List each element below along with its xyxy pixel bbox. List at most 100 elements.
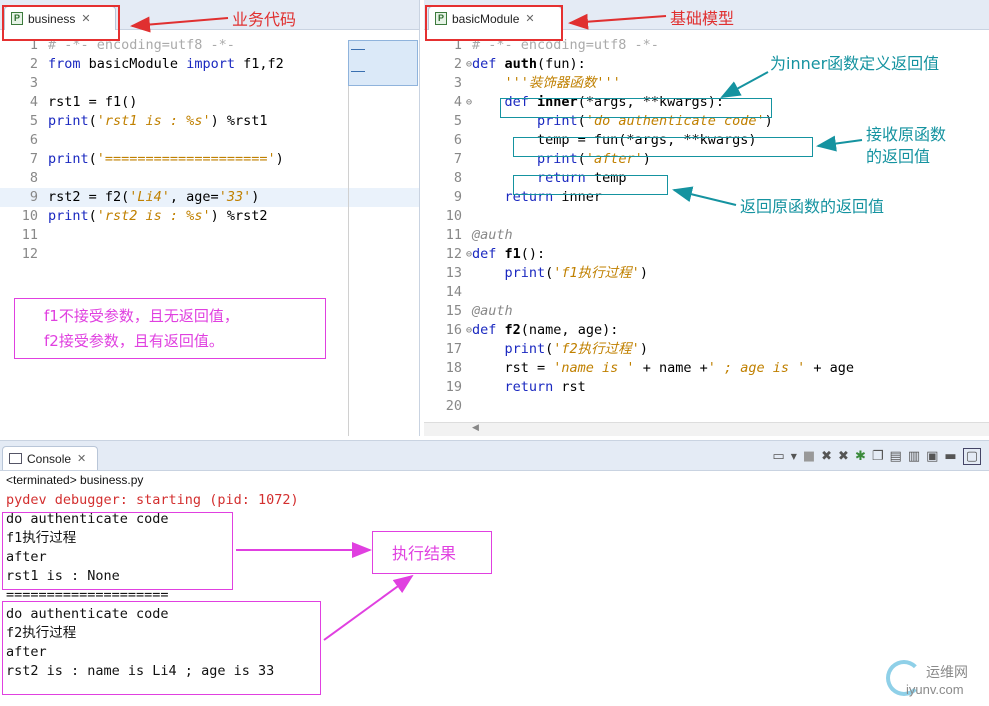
code-line[interactable]: 11 (0, 226, 419, 245)
code-line[interactable]: 2⊖def auth(fun): (424, 55, 989, 74)
code-token: basicModule (80, 56, 187, 72)
code-line[interactable]: 8 return temp (424, 169, 989, 188)
debug-icon[interactable]: ✱ (854, 448, 866, 464)
code-text: from basicModule import f1,f2 (48, 55, 284, 74)
open-console-icon[interactable]: ▭ (772, 448, 785, 464)
code-token: print (48, 208, 89, 224)
code-line[interactable]: 20 (424, 397, 989, 416)
code-token: print (537, 151, 578, 167)
code-line[interactable]: 1# -*- encoding=utf8 -*- (424, 36, 989, 55)
pin-console-icon[interactable]: ▣ (926, 448, 939, 464)
code-line[interactable]: 12⊖def f1(): (424, 245, 989, 264)
line-number: 1 (453, 37, 462, 53)
code-line[interactable]: 1# -*- encoding=utf8 -*- (0, 36, 419, 55)
return-temp-highlight (513, 175, 668, 195)
code-text: print('f1执行过程') (472, 264, 648, 283)
code-token: def (472, 322, 497, 338)
fold-icon[interactable]: ⊖ (466, 97, 473, 108)
code-line[interactable]: 14 (424, 283, 989, 302)
maximize-icon[interactable]: ▢ (962, 447, 981, 465)
code-line[interactable]: 6 temp = fun(*args, **kwargs) (424, 131, 989, 150)
annotation-result: 执行结果 (392, 544, 457, 563)
tab-console[interactable]: Console ✕ (2, 446, 98, 470)
code-token: ) (642, 151, 651, 167)
scroll-lock-icon[interactable]: ▥ (907, 448, 921, 464)
annotation-note: f1不接受参数，且无返回值， f2接受参数，且有返回值。 (44, 304, 239, 354)
code-line[interactable]: 17 print('f2执行过程') (424, 340, 989, 359)
code-line[interactable]: 3 '''装饰器函数''' (424, 74, 989, 93)
close-icon[interactable]: ✕ (77, 453, 87, 465)
clear-console-icon[interactable]: ▤ (889, 448, 902, 464)
code-token: 'rst2 is : %s' (96, 208, 211, 224)
code-line[interactable]: 13 print('f1执行过程') (424, 264, 989, 283)
code-line[interactable]: 9 return inner (424, 188, 989, 207)
code-text: return temp (472, 169, 626, 188)
close-icon[interactable]: ✕ (81, 13, 91, 25)
console-line: do authenticate code (6, 606, 169, 622)
copy-icon[interactable]: ❐ (871, 448, 884, 464)
fold-icon[interactable]: ⊖ (466, 59, 473, 70)
code-line[interactable]: 15@auth (424, 302, 989, 321)
code-text: '''装饰器函数''' (472, 74, 621, 93)
code-line[interactable]: 6 (0, 131, 419, 150)
right-code-area[interactable]: 1# -*- encoding=utf8 -*-2⊖def auth(fun):… (424, 36, 989, 436)
code-token: 'rst1 is : %s' (96, 113, 211, 129)
code-token: def (472, 246, 497, 262)
code-token: 'after' (585, 151, 643, 167)
horizontal-scrollbar[interactable]: ◀ (424, 422, 989, 436)
code-token: 装饰器函数 (528, 75, 597, 91)
code-token: 'name is ' (553, 360, 635, 376)
code-token: ( (88, 208, 97, 224)
code-line[interactable]: 8 (0, 169, 419, 188)
code-token: ( (577, 113, 586, 129)
code-line[interactable]: 12 (0, 245, 419, 264)
code-token: rst = (472, 360, 554, 376)
terminate-icon[interactable]: ■ (802, 448, 816, 464)
line-number: 16 (445, 322, 462, 338)
note-box (14, 298, 326, 359)
fold-icon[interactable]: ⊖ (466, 325, 473, 336)
code-token: auth (504, 56, 538, 72)
code-token: f1,f2 (234, 56, 284, 72)
watermark: 运维网 iyunv.com (884, 656, 984, 702)
minimize-icon[interactable]: ▬ (944, 448, 957, 464)
scroll-left-icon[interactable]: ◀ (472, 423, 479, 433)
code-line[interactable]: 11@auth (424, 226, 989, 245)
code-token: ) %rst1 (210, 113, 268, 129)
code-line[interactable]: 7 print('after') (424, 150, 989, 169)
dropdown-icon[interactable]: ▼ (790, 451, 797, 461)
line-number: 6 (29, 132, 38, 148)
code-line[interactable]: 16 ⊖def f2(name, age): (424, 321, 989, 340)
code-line[interactable]: 18 rst = 'name is ' + name +' ; age is '… (424, 359, 989, 378)
tab-basic-module[interactable]: P basicModule ✕ (428, 6, 562, 30)
close-icon[interactable]: ✕ (525, 13, 535, 25)
code-line[interactable]: 10 (424, 207, 989, 226)
left-editor-tabbar: P business ✕ (0, 0, 419, 30)
overview-ruler[interactable] (348, 40, 418, 86)
code-token: ( (88, 151, 97, 167)
code-token: '33' (218, 189, 252, 205)
code-text: def f2(name, age): (472, 321, 618, 340)
tab-business[interactable]: P business ✕ (4, 6, 116, 30)
code-token: ) (275, 151, 284, 167)
annotation-base-model: 基础模型 (670, 9, 735, 28)
code-text: rst2 = f2('Li4', age='33') (48, 188, 259, 207)
remove-all-icon[interactable]: ✖ (838, 448, 849, 464)
code-token: @auth (472, 303, 513, 319)
fold-icon[interactable]: ⊖ (466, 249, 473, 260)
code-token: rst (553, 379, 586, 395)
console-output[interactable]: pydev debugger: starting (pid: 1072)do a… (0, 491, 989, 706)
code-token: 'f1执行过程' (553, 265, 640, 281)
code-line[interactable]: 3 (0, 74, 419, 93)
console-view: Console ✕ ▭ ▼ ■ ✖ ✖ ✱ ❐ ▤ ▥ ▣ ▬ ▢ <termi… (0, 440, 989, 706)
line-number: 10 (21, 208, 38, 224)
code-line[interactable]: 19 return rst (424, 378, 989, 397)
remove-launch-icon[interactable]: ✖ (821, 448, 833, 464)
